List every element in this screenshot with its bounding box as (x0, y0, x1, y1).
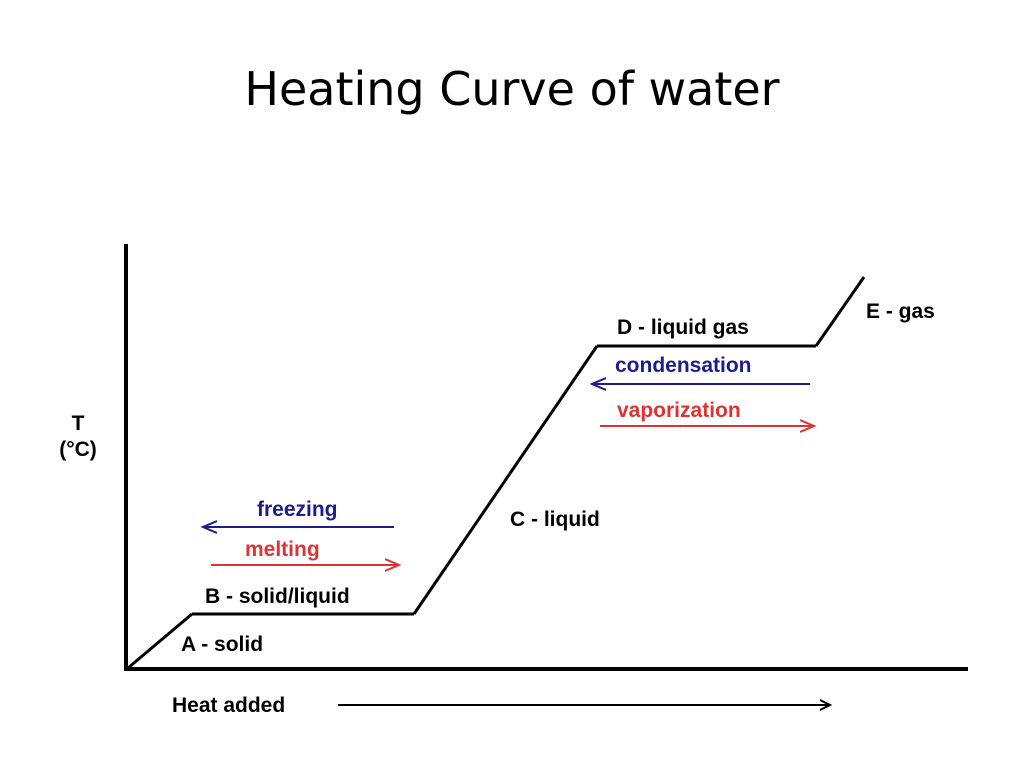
segment-label-c: C - liquid (510, 508, 600, 531)
melting-label: melting (245, 538, 320, 561)
heating-curve (127, 276, 866, 670)
curve-segment-e-gas (814, 276, 866, 347)
segment-label-e: E - gas (866, 300, 935, 323)
segment-label-d: D - liquid gas (617, 316, 749, 339)
freezing-label: freezing (257, 498, 338, 521)
segment-label-a: A - solid (181, 633, 263, 656)
condensation-label: condensation (615, 354, 752, 377)
y-axis-label-line2: (°C) (59, 438, 97, 461)
y-axis-label-line1: T (72, 412, 85, 435)
x-axis-label: Heat added (172, 694, 285, 717)
segment-label-b: B - solid/liquid (205, 585, 350, 608)
slide-title: Heating Curve of water (244, 62, 780, 116)
curve-segment-c-liquid (412, 345, 599, 615)
curve-segment-a-solid (127, 612, 193, 670)
vaporization-label: vaporization (617, 399, 741, 422)
